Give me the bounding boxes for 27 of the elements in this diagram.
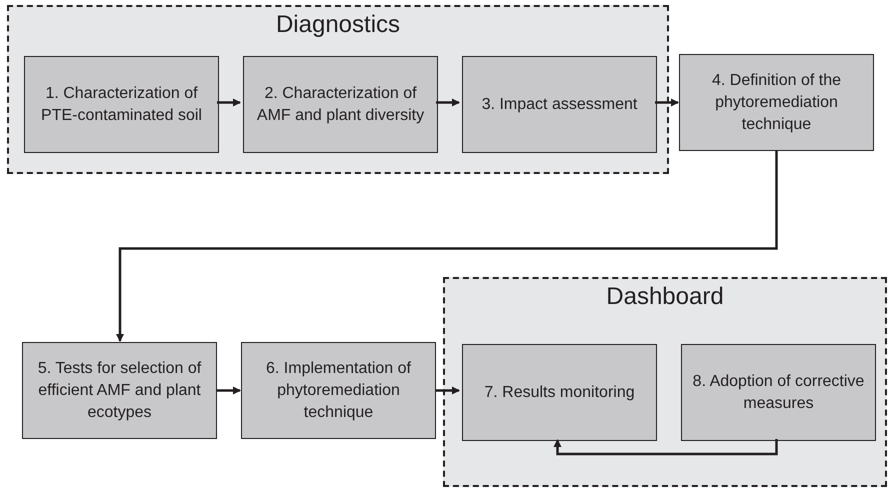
process-box [462, 344, 657, 441]
step-label: 3. Impact assessment [482, 94, 638, 114]
step-label: 5. Tests for selection of efficient AMF and plant ecotypes [36, 358, 202, 422]
arrow [116, 151, 778, 342]
step-label: 2. Characterization of AMF and plant diversity [256, 84, 426, 126]
dashed-group-box [443, 277, 887, 487]
arrow [436, 98, 460, 106]
group-title: Diagnostics [274, 10, 402, 40]
process-box [24, 56, 219, 153]
arrow [436, 386, 460, 394]
process-box [22, 342, 217, 439]
arrow [217, 386, 241, 394]
step-label: 1. Characterization of PTE-contaminated soil [40, 84, 203, 126]
group-title: Dashboard [605, 282, 725, 312]
dashed-group-box [7, 5, 669, 174]
process-box [462, 56, 657, 153]
process-box [241, 342, 436, 439]
step-label: 8. Adoption of corrective measures [692, 372, 866, 414]
step-label: 7. Results monitoring [484, 382, 635, 402]
process-box [681, 344, 876, 441]
arrow [655, 98, 679, 106]
process-box [679, 54, 874, 151]
step-label: 4. Definition of the phytoremediation technique [711, 70, 842, 134]
process-box [243, 56, 438, 153]
step-label: 6. Implementation of phytoremediation technique [265, 358, 412, 422]
arrow [554, 439, 778, 456]
arrow [217, 98, 241, 106]
